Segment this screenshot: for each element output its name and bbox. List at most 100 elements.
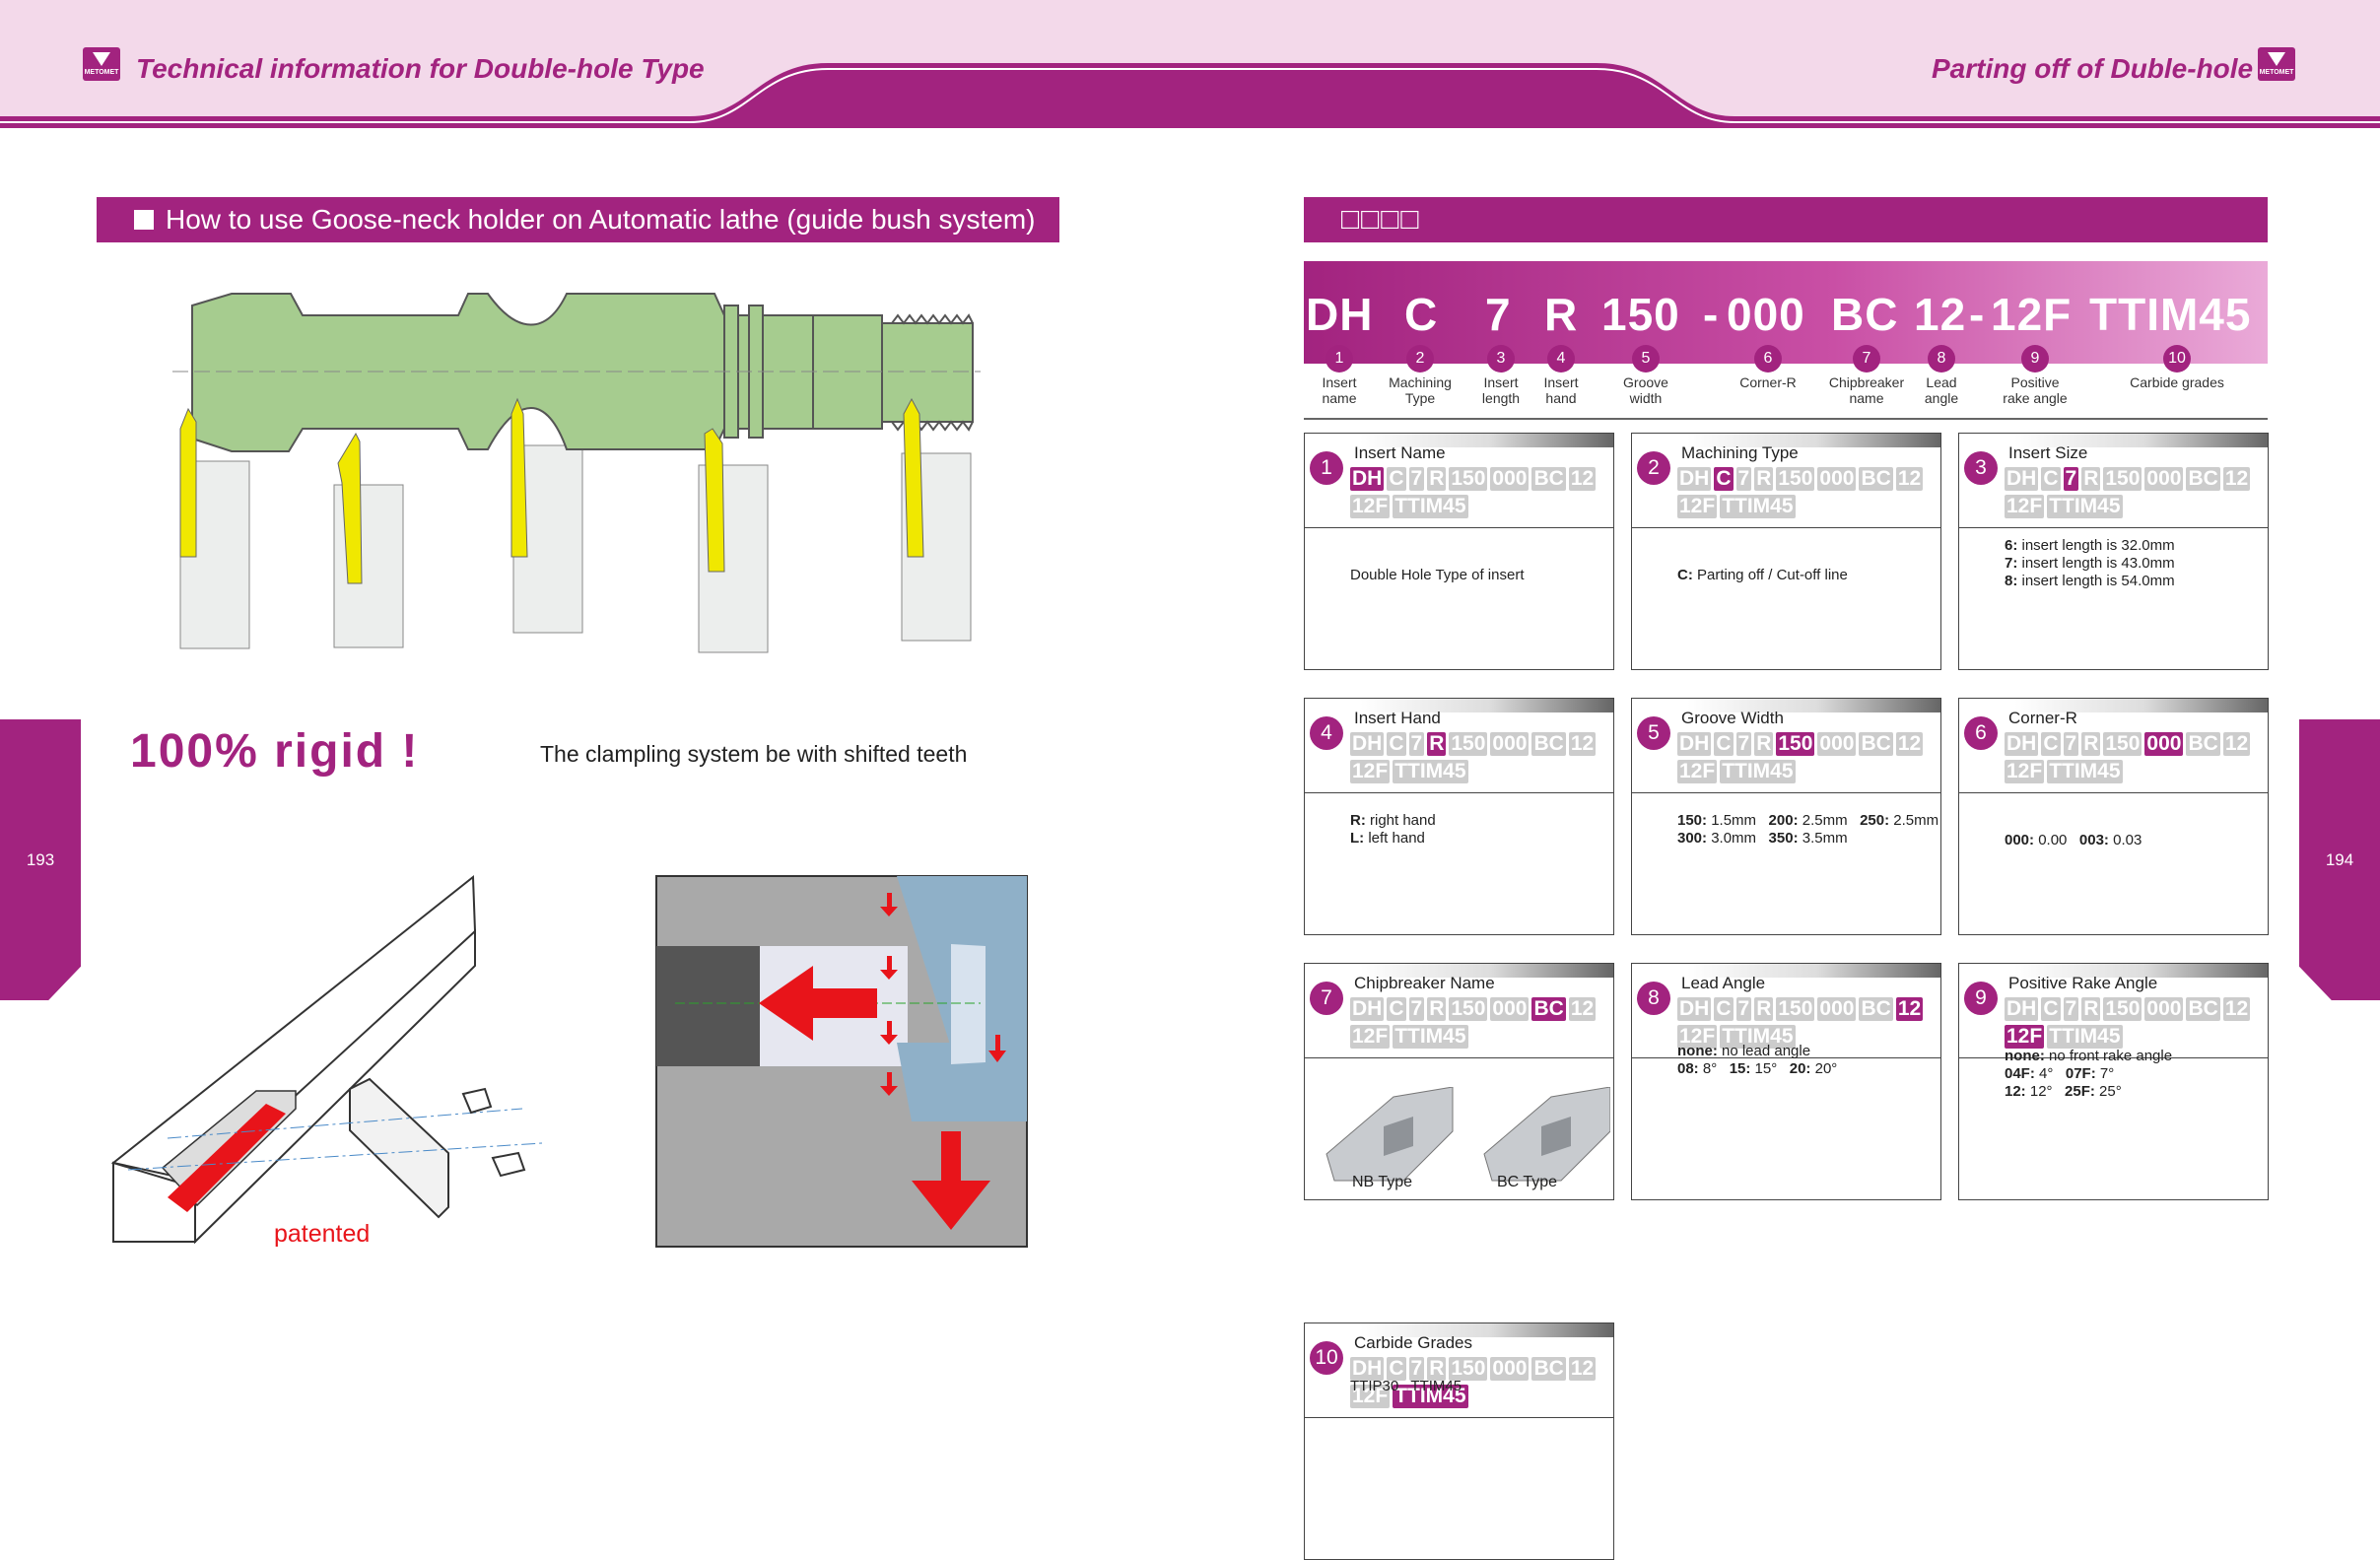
insert-3 bbox=[510, 397, 528, 558]
code-tag: BC bbox=[1859, 997, 1893, 1021]
code-part-12: 12 bbox=[1914, 289, 1967, 340]
code-tag: C bbox=[1714, 467, 1734, 491]
code-tag: C bbox=[2041, 997, 2061, 1021]
insert-hole-shape bbox=[1541, 1117, 1571, 1156]
code-divider bbox=[1304, 418, 2268, 420]
code-tag: 7 bbox=[2063, 997, 2079, 1021]
code-tag: 000 bbox=[1817, 467, 1857, 491]
code-tag: TTIM45 bbox=[1393, 1025, 1468, 1049]
card-number-badge: 3 bbox=[1964, 451, 1998, 485]
card-number-badge: 1 bbox=[1310, 451, 1343, 485]
code-tag: 000 bbox=[1817, 732, 1857, 756]
code-tag: DH bbox=[1677, 997, 1712, 1021]
push-arrow-down bbox=[912, 1131, 990, 1230]
card-number-badge: 6 bbox=[1964, 716, 1998, 750]
code-tag: 7 bbox=[2063, 467, 2079, 491]
code-tag: TTIM45 bbox=[1393, 1385, 1468, 1408]
code-part-dash2: - bbox=[1969, 289, 1986, 340]
small-arrow-2 bbox=[880, 956, 898, 980]
code-tag: 7 bbox=[1735, 997, 1752, 1021]
code-tag: 12F bbox=[1350, 760, 1391, 783]
code-label-9: Positive rake angle bbox=[2003, 374, 2068, 406]
code-tag: 12 bbox=[1568, 1357, 1597, 1381]
section-title-bar-right: □□□□ bbox=[1304, 197, 2268, 242]
card-number-badge: 4 bbox=[1310, 716, 1343, 750]
small-arrow-5 bbox=[988, 1035, 1006, 1062]
code-tag: 12 bbox=[1895, 732, 1924, 756]
chipbreaker-illustrations bbox=[1326, 1087, 1610, 1182]
code-tag: 000 bbox=[1490, 997, 1530, 1021]
code-part-grade: TTIM45 bbox=[2089, 289, 2252, 340]
workpiece-shaft bbox=[191, 293, 883, 452]
steel-bottom bbox=[897, 1043, 1027, 1121]
code-tag: BC bbox=[2186, 732, 2220, 756]
code-tag: TTIM45 bbox=[1393, 495, 1468, 518]
card-line: 6: insert length is 32.0mm bbox=[2005, 537, 2175, 554]
card-number-badge: 8 bbox=[1637, 982, 1670, 1015]
patented-label: patented bbox=[274, 1220, 371, 1248]
bore-dark bbox=[656, 946, 760, 1066]
clamping-caption: The clampling system be with shifted tee… bbox=[540, 741, 968, 767]
code-tag: 7 bbox=[2063, 732, 2079, 756]
code-tag: 000 bbox=[1490, 467, 1530, 491]
insert-5 bbox=[903, 397, 924, 558]
insert-2 bbox=[337, 432, 363, 584]
code-tag: 000 bbox=[2144, 467, 2184, 491]
code-tag: DH bbox=[2005, 997, 2039, 1021]
card-body: C: Parting off / Cut-off line bbox=[1632, 529, 1940, 669]
code-tag: 7 bbox=[1408, 467, 1425, 491]
code-part-dash1: - bbox=[1703, 289, 1720, 340]
code-part-bc: BC bbox=[1831, 289, 1899, 340]
code-part-7: 7 bbox=[1485, 289, 1512, 340]
code-tag: BC bbox=[1531, 732, 1566, 756]
code-tag: 150 bbox=[1449, 467, 1488, 491]
nb-type-label: NB Type bbox=[1352, 1174, 1413, 1190]
small-arrow-1 bbox=[880, 893, 898, 916]
header-title-left: Technical information for Double-hole Ty… bbox=[136, 53, 705, 84]
card-line: 300: 3.0mm 350: 3.5mm bbox=[1677, 830, 1848, 847]
card-title: Insert Name bbox=[1354, 443, 1446, 462]
section-title-left: How to use Goose-neck holder on Automati… bbox=[166, 204, 1036, 235]
code-tag: 12F bbox=[1350, 1025, 1391, 1049]
code-tag: 000 bbox=[2144, 997, 2184, 1021]
code-num-2: 2 bbox=[1406, 345, 1434, 373]
page-tab-left: 193 bbox=[0, 719, 81, 1000]
code-part-dh: DH bbox=[1306, 289, 1374, 340]
small-arrow-3 bbox=[880, 1021, 898, 1045]
card-line: none: no lead angle bbox=[1677, 1043, 1811, 1059]
code-bar bbox=[1304, 261, 2268, 364]
code-tag: TTIM45 bbox=[1393, 760, 1468, 783]
rigid-headline: 100% rigid ! bbox=[130, 725, 420, 778]
code-tag: C bbox=[1714, 997, 1734, 1021]
code-tag: R bbox=[2081, 997, 2101, 1021]
header-wave bbox=[0, 0, 2380, 128]
card-description: TTIP30 TTIM45 bbox=[1350, 1378, 1606, 1395]
code-num-8: 8 bbox=[1928, 345, 1955, 373]
code-label-5: Groove width bbox=[1623, 374, 1668, 406]
code-tag: 12F bbox=[2005, 495, 2045, 518]
code-tag: DH bbox=[2005, 467, 2039, 491]
code-tag: DH bbox=[2005, 732, 2039, 756]
code-part-150: 150 bbox=[1601, 289, 1680, 340]
code-tag: 150 bbox=[2103, 997, 2142, 1021]
holder-lathe-illustration bbox=[172, 293, 981, 653]
clamp-screw-1 bbox=[461, 1087, 493, 1115]
code-tag: 000 bbox=[1490, 732, 1530, 756]
page-tab-right: 194 bbox=[2299, 719, 2380, 1000]
card-description: C: Parting off / Cut-off line bbox=[1677, 567, 1934, 584]
